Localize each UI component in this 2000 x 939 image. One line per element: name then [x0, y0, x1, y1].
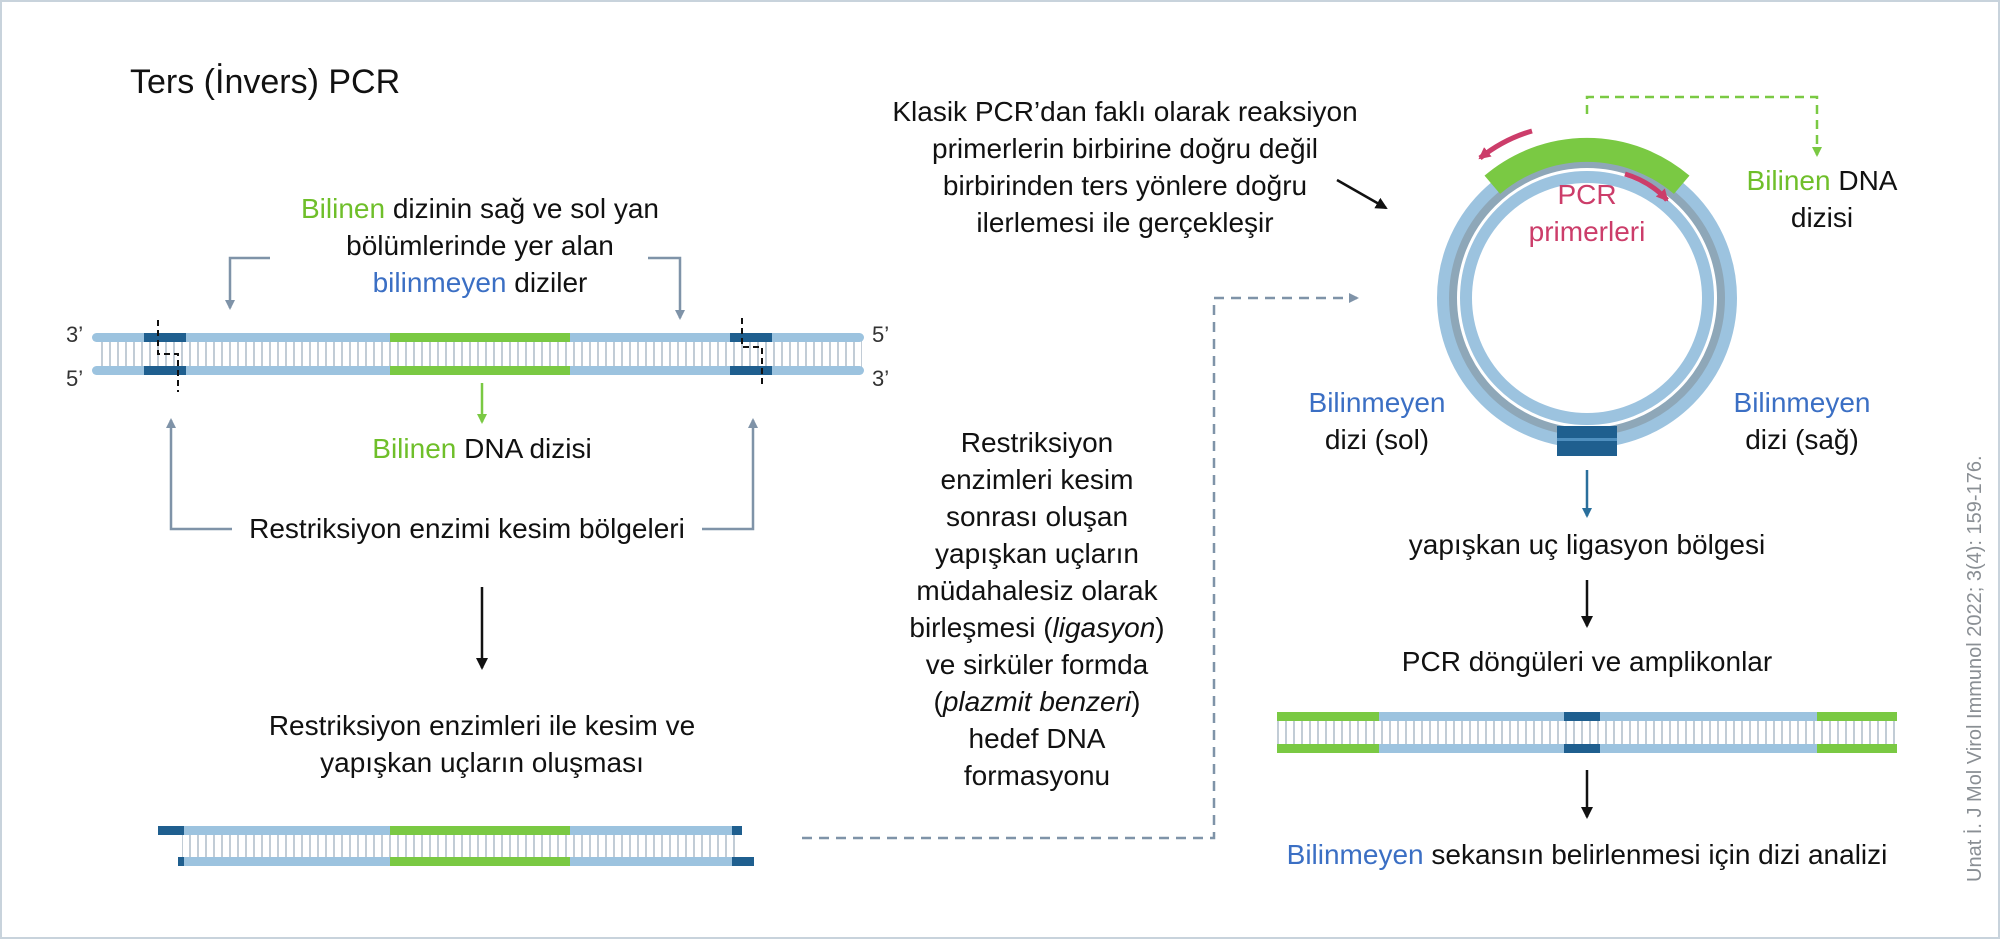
classic-pcr-note: Klasik PCR’dan faklı olarak reaksiyon pr…	[892, 96, 1358, 238]
end-label-bottom-right: 3’	[872, 366, 890, 391]
end-label-top-left: 3’	[66, 322, 84, 347]
page-title: Ters (İnvers) PCR	[130, 63, 401, 101]
circular-dna	[1437, 138, 1737, 456]
ligation-connector	[802, 293, 1359, 840]
site-arrows	[166, 418, 758, 531]
citation: Unat İ. J Mol Virol Immunol 2022; 3(4): …	[1964, 455, 1986, 882]
ligation-description: Restriksiyon enzimleri kesim sonrası olu…	[909, 427, 1165, 791]
sequence-analysis-label: Bilinmeyen sekansın belirlenmesi için di…	[1286, 839, 1888, 870]
known-dna-circle-label: Bilinen DNA dizisi	[1746, 165, 1898, 233]
cut-result-label: Restriksiyon enzimleri ile kesim ve yapı…	[268, 710, 696, 778]
known-dna-connector	[1585, 95, 1822, 157]
classic-arrow	[1336, 178, 1388, 210]
flank-label: Bilinen dizinin sağ ve sol yan bölümleri…	[301, 193, 659, 298]
primer-arrow-right	[1624, 171, 1669, 202]
linear-dna	[92, 318, 864, 392]
end-label-bottom-left: 5’	[66, 366, 84, 391]
pcr-cycles-label: PCR döngüleri ve amplikonlar	[1401, 646, 1773, 677]
cut-fragment	[158, 826, 754, 866]
primer-arrow-left	[1478, 128, 1533, 160]
restriction-sites-label: Restriksiyon enzimi kesim bölgeleri	[249, 513, 685, 544]
ligation-site-label: yapışkan uç ligasyon bölgesi	[1408, 529, 1766, 560]
end-label-top-right: 5’	[872, 322, 890, 347]
pcr-primers-label: PCR primerleri	[1528, 179, 1646, 247]
unknown-right-label: Bilinmeyen dizi (sağ)	[1733, 387, 1871, 455]
amplicon	[1277, 712, 1897, 753]
known-dna-label: Bilinen DNA dizisi	[372, 433, 592, 464]
flank-arrows	[225, 256, 685, 320]
unknown-left-label: Bilinmeyen dizi (sol)	[1308, 387, 1446, 455]
